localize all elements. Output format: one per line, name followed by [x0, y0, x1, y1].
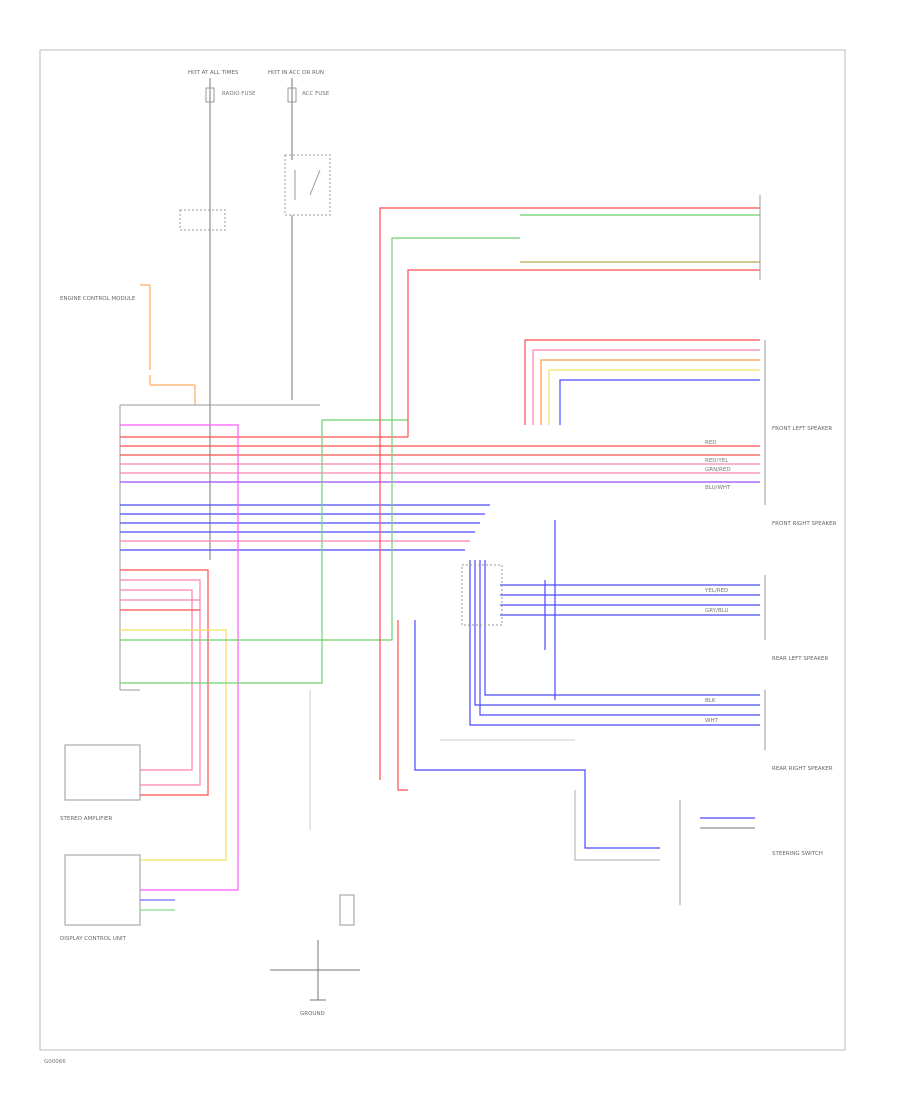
speaker-rl-label: REAR LEFT SPEAKER [772, 656, 828, 662]
page-id: G00066 [44, 1059, 66, 1065]
wire-label-2: GRN/RED [705, 467, 731, 473]
steering-switch-label: STEERING SWITCH [772, 851, 823, 857]
ground-label: GROUND [300, 1011, 325, 1017]
wire-green-main [120, 419, 408, 684]
wire-label-7: WHT [705, 718, 719, 724]
wire-green-2 [120, 237, 520, 641]
ecm-label: ENGINE CONTROL MODULE [60, 296, 136, 302]
power-label-left: HOT AT ALL TIMES [188, 70, 239, 76]
stereo-amp-label: STEREO AMPLIFIER [60, 816, 112, 822]
central-connector [461, 564, 503, 626]
power-label-right: HOT IN ACC OR RUN [268, 70, 324, 76]
relay-box [284, 154, 331, 216]
wire-blue-spk [559, 379, 760, 425]
display-unit-box [64, 854, 141, 926]
wire-orange-spk [540, 359, 760, 425]
wire-red-top-2 [407, 269, 760, 437]
fuse-right-label: ACC FUSE [302, 91, 330, 97]
wire-label-0: RED [705, 440, 717, 446]
junction-block [179, 209, 226, 231]
wire-label-4: YEL/RED [704, 588, 728, 594]
wire-label-5: GRY/BLU [705, 608, 729, 614]
wire-red-top [379, 207, 760, 780]
diagram-frame [39, 49, 846, 1051]
display-unit-label: DISPLAY CONTROL UNIT [60, 936, 127, 942]
stereo-amp-box [64, 744, 141, 801]
wire-pink-amp-2 [120, 589, 193, 771]
wire-label-1: RED/YEL [705, 458, 729, 464]
wire-magenta-loop [120, 424, 239, 891]
wire-red-spk [524, 339, 760, 425]
wire-label-3: BLU/WHT [705, 485, 731, 491]
speaker-rr-label: REAR RIGHT SPEAKER [772, 766, 833, 772]
speaker-fr-label: FRONT RIGHT SPEAKER [772, 521, 837, 527]
wire-blue-steer [414, 620, 660, 849]
wire-yellow-spk [548, 369, 760, 425]
wire-pink-spk [532, 349, 760, 425]
speaker-fl-label: FRONT LEFT SPEAKER [772, 426, 832, 432]
wire-yellow [120, 629, 227, 861]
fuse-left-label: RADIO FUSE [222, 91, 256, 97]
wire-label-6: BLK [705, 698, 716, 704]
